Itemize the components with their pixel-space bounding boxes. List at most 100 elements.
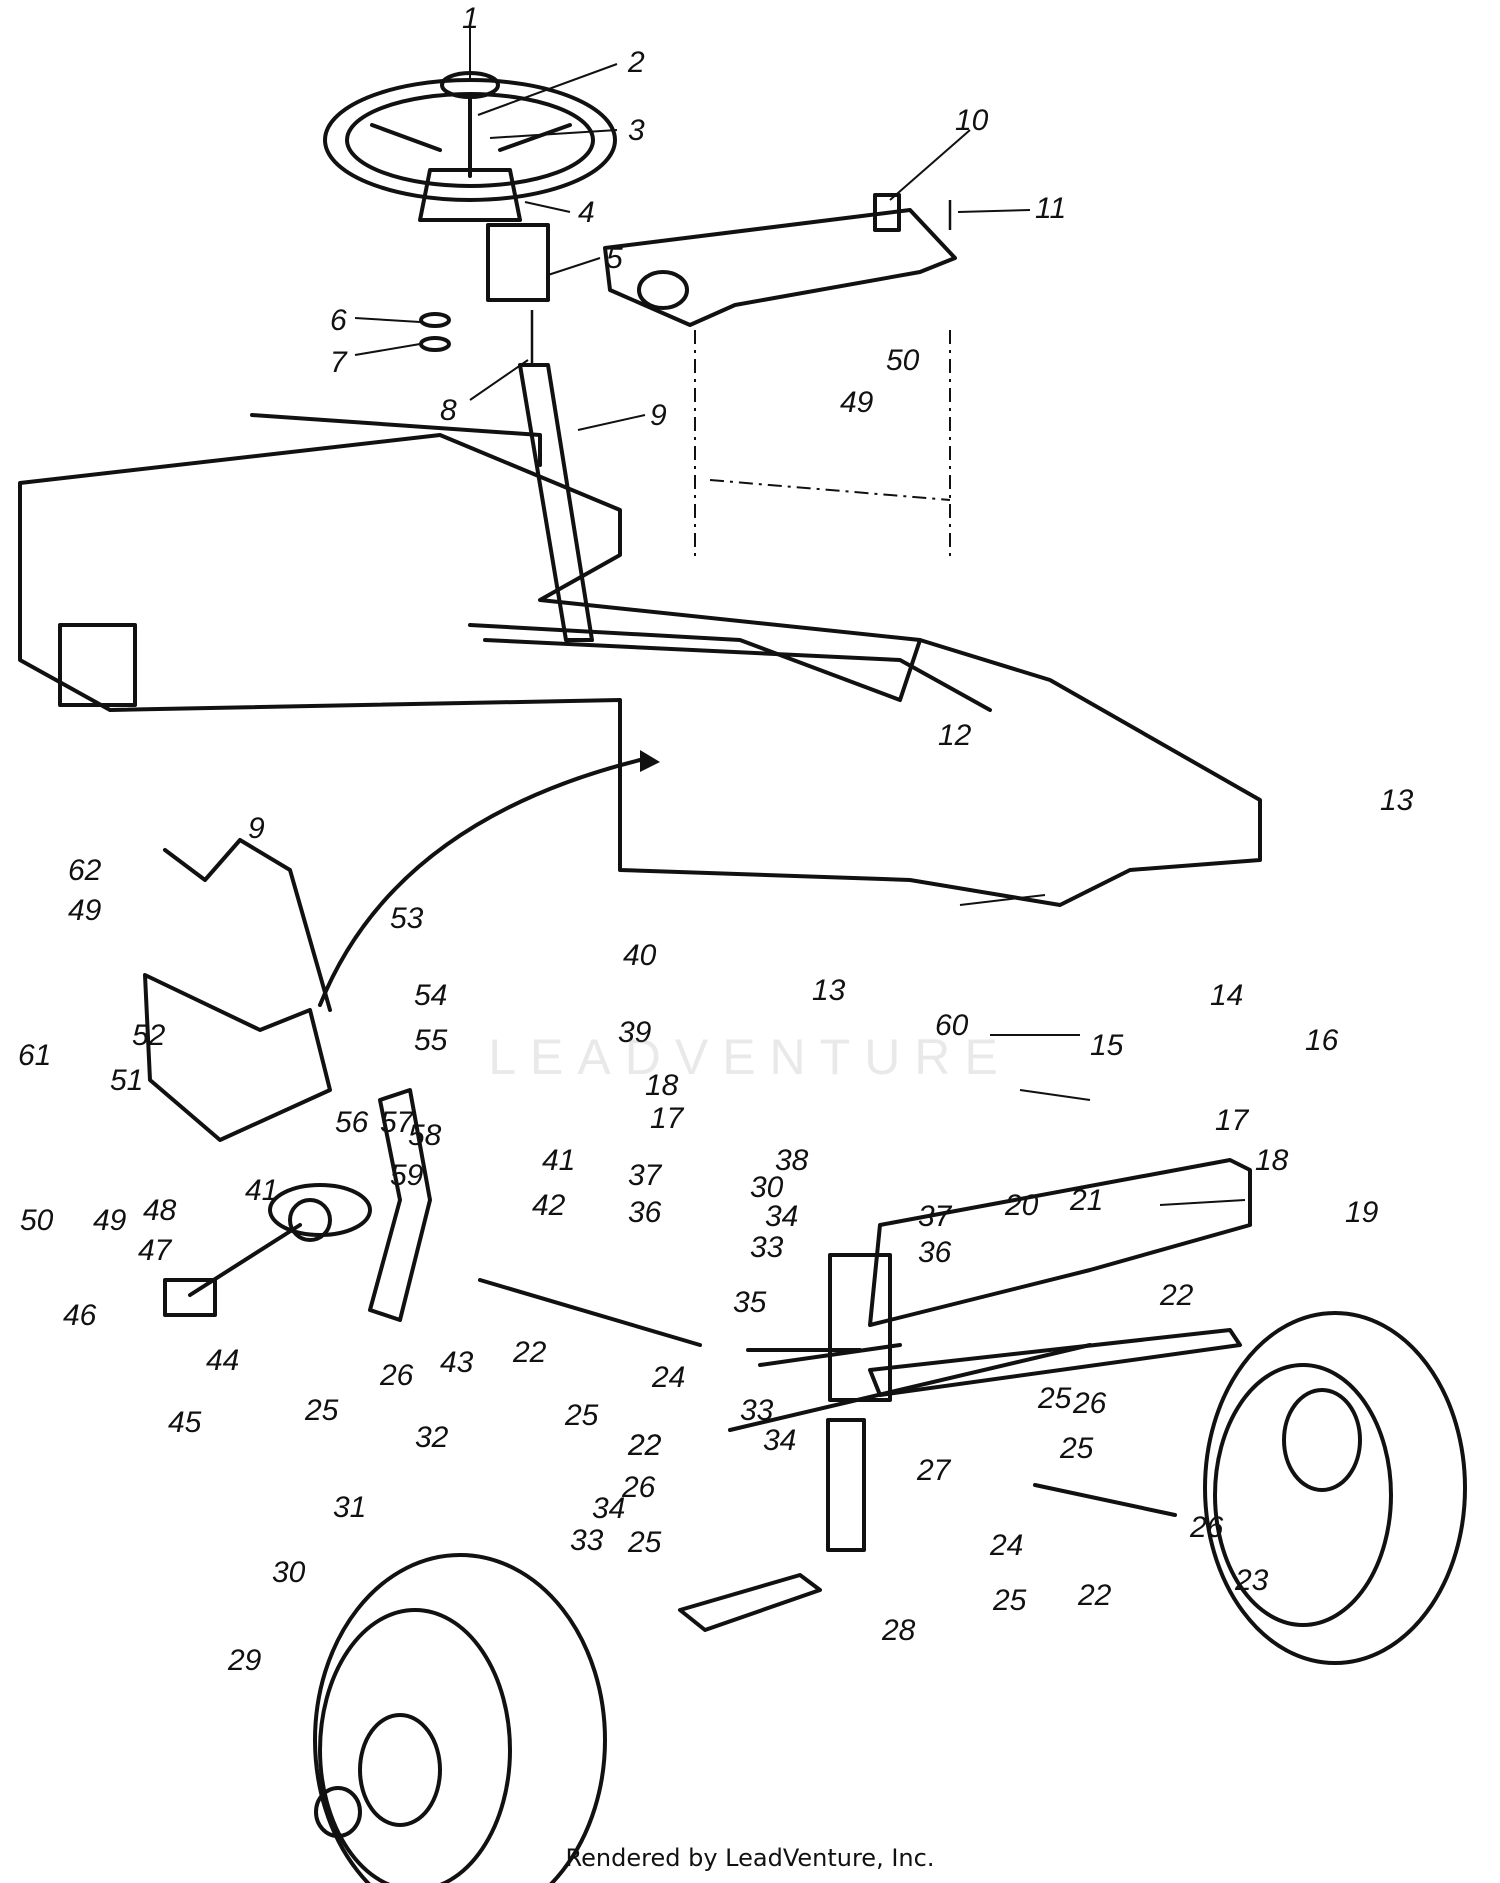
callout-49-upper: 49 (840, 386, 874, 419)
callout-16: 16 (1305, 1024, 1339, 1057)
assembly-arrow (318, 758, 642, 1007)
callout-37-left: 37 (628, 1159, 663, 1192)
callout-26-right-upper: 26 (1072, 1387, 1107, 1420)
callout-41-right: 41 (542, 1144, 575, 1177)
callout-51: 51 (110, 1064, 143, 1097)
steering-wheel (323, 71, 617, 222)
callout-32: 32 (415, 1421, 449, 1454)
callout-22-right-upper: 22 (1159, 1279, 1194, 1312)
callout-20: 20 (1004, 1189, 1039, 1222)
callout-35: 35 (733, 1286, 767, 1319)
callout-34-upper: 34 (765, 1200, 798, 1233)
callout-17-left: 17 (650, 1102, 685, 1135)
callout-36-right: 36 (918, 1236, 952, 1269)
callout-43: 43 (440, 1346, 474, 1379)
callout-25-right-lower: 25 (992, 1584, 1027, 1617)
callout-44: 44 (206, 1344, 239, 1377)
callout-56: 56 (335, 1106, 369, 1139)
callout-46: 46 (63, 1299, 97, 1332)
callout-39: 39 (618, 1016, 652, 1049)
assembly-arrowhead (640, 750, 660, 772)
callout-24-right: 24 (989, 1529, 1023, 1562)
callout-38: 38 (775, 1144, 809, 1177)
callout-23: 23 (1234, 1564, 1269, 1597)
callout-22-lower: 22 (627, 1429, 662, 1462)
callout-48: 48 (143, 1194, 177, 1227)
right-front-wheel (1203, 1311, 1467, 1665)
callout-25-lower: 25 (627, 1526, 662, 1559)
callout-18-left: 18 (645, 1069, 679, 1102)
callout-59: 59 (390, 1159, 424, 1192)
tractor-frame (18, 330, 1262, 907)
callout-26-lower: 26 (621, 1471, 656, 1504)
callout-13-mid: 13 (812, 974, 846, 1007)
callout-34-lower-left: 34 (592, 1492, 625, 1525)
callout-9-upper: 9 (650, 399, 667, 432)
steering-gear-assembly (143, 838, 702, 1347)
callout-10: 10 (955, 104, 989, 137)
callout-25-left: 25 (564, 1399, 599, 1432)
callout-30-upper: 30 (750, 1171, 784, 1204)
callout-54: 54 (414, 979, 447, 1012)
callout-9-lower: 9 (248, 812, 265, 845)
callout-21: 21 (1069, 1184, 1103, 1217)
callout-7: 7 (330, 346, 348, 379)
callout-6: 6 (330, 304, 347, 337)
callout-62: 62 (68, 854, 102, 887)
callout-41-left: 41 (245, 1174, 278, 1207)
callout-5: 5 (606, 242, 623, 275)
steering-shaft (419, 223, 594, 642)
callout-leaders (354, 28, 1246, 1206)
callout-29: 29 (227, 1644, 262, 1677)
left-front-wheel (313, 1553, 607, 1883)
callout-61: 61 (18, 1039, 51, 1072)
callout-50-upper: 50 (886, 344, 920, 377)
callout-14: 14 (1210, 979, 1243, 1012)
callout-53: 53 (390, 902, 424, 935)
callout-27: 27 (916, 1454, 952, 1487)
callout-15: 15 (1090, 1029, 1124, 1062)
callout-52: 52 (132, 1019, 166, 1052)
callout-25-right-mid: 25 (1059, 1432, 1094, 1465)
callout-30-lower: 30 (272, 1556, 306, 1589)
callout-18-right: 18 (1255, 1144, 1289, 1177)
callout-45: 45 (168, 1406, 202, 1439)
callout-25-right-upper: 25 (1037, 1382, 1072, 1415)
callout-57: 57 (380, 1106, 415, 1139)
callout-2: 2 (627, 46, 645, 79)
callout-37-right: 37 (918, 1200, 953, 1233)
callout-17-right: 17 (1215, 1104, 1250, 1137)
callout-3: 3 (628, 114, 645, 147)
callout-22-center: 22 (627, 1429, 662, 1462)
callout-11: 11 (1035, 192, 1066, 225)
callout-19: 19 (1345, 1196, 1379, 1229)
tie-rods (728, 1343, 1177, 1517)
footer-credit: Rendered by LeadVenture, Inc. (565, 1844, 935, 1872)
callout-33-lower: 33 (740, 1394, 774, 1427)
callout-49-lower: 49 (93, 1204, 127, 1237)
callout-34-lower: 34 (763, 1424, 796, 1457)
callout-28: 28 (881, 1614, 916, 1647)
callout-26-left: 26 (379, 1359, 414, 1392)
callout-numbers: 1 2 3 4 5 6 7 8 9 10 11 49 50 12 13 13 1… (18, 2, 1414, 1677)
callout-36-left: 36 (628, 1196, 662, 1229)
callout-55: 55 (414, 1024, 448, 1057)
callout-33-upper: 33 (750, 1231, 784, 1264)
callout-58: 58 (408, 1119, 442, 1152)
callout-26-right-lower: 26 (1189, 1511, 1224, 1544)
callout-33-lower-left: 33 (570, 1524, 604, 1557)
callout-22-left: 22 (512, 1336, 547, 1369)
callout-24-left: 24 (651, 1361, 685, 1394)
callout-22-right-lower: 22 (1077, 1579, 1112, 1612)
callout-4: 4 (578, 196, 595, 229)
callout-60: 60 (935, 1009, 969, 1042)
callout-31: 31 (333, 1491, 366, 1524)
dash-bracket (603, 193, 957, 327)
callout-49-left: 49 (68, 894, 102, 927)
callout-12: 12 (938, 719, 972, 752)
watermark: LEADVENTURE (488, 1029, 1012, 1085)
callout-13-right: 13 (1380, 784, 1414, 817)
callout-47: 47 (138, 1234, 173, 1267)
callout-8: 8 (440, 394, 457, 427)
callout-25-left-lower: 25 (304, 1394, 339, 1427)
